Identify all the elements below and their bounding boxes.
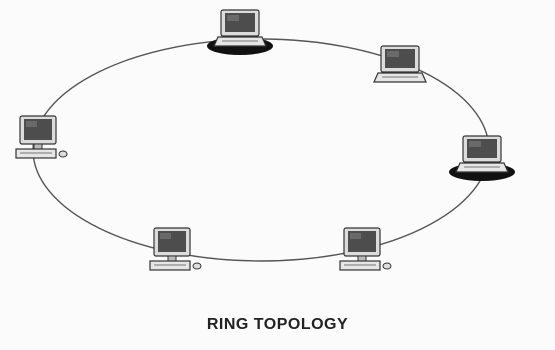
nodes-layer	[15, 9, 515, 271]
node-upper-right-computer-icon	[373, 45, 427, 83]
node-left-computer-icon	[15, 115, 68, 159]
node-bottom-left-computer-icon	[149, 227, 202, 271]
node-top-computer-icon	[207, 9, 273, 55]
node-bottom-right-computer-icon	[339, 227, 392, 271]
ring-link	[32, 38, 490, 262]
diagram-caption: RING TOPOLOGY	[206, 316, 349, 333]
node-right-computer-icon	[449, 135, 515, 181]
